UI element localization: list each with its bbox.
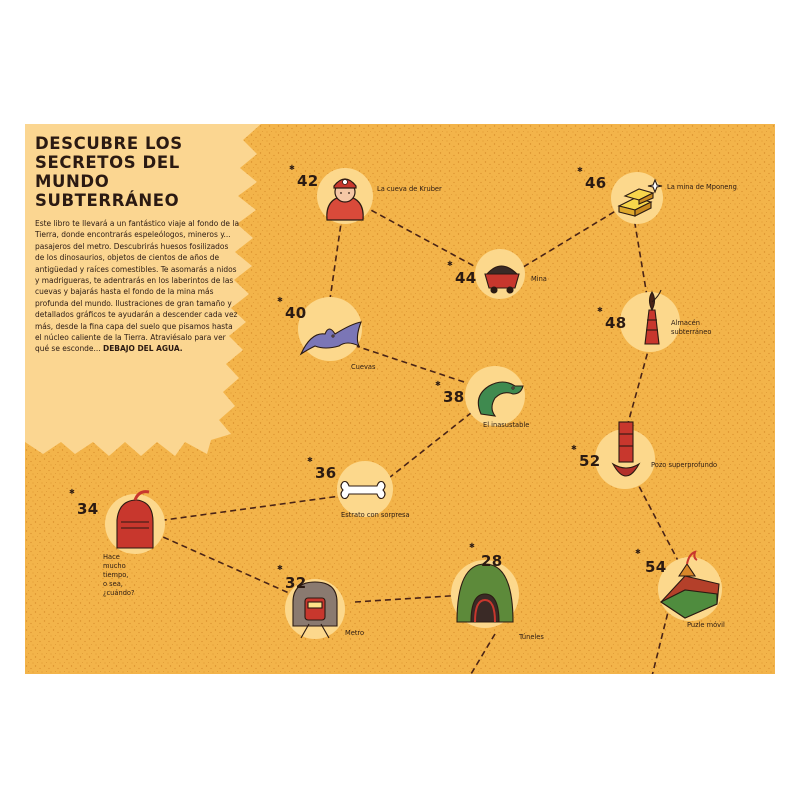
node-label: Túneles <box>519 632 544 641</box>
knight-helmet-icon <box>116 490 154 549</box>
page-number: 38 <box>443 388 465 406</box>
ant-icon: ✱ <box>277 564 283 572</box>
intro-title-line-2: SECRETOS DEL MUNDO <box>35 153 180 191</box>
ant-icon: ✱ <box>469 542 475 550</box>
bat-icon <box>299 321 362 356</box>
intro-body-text: Este libro te llevará a un fantástico vi… <box>35 218 240 354</box>
page-number: 34 <box>77 500 99 518</box>
node-label: Pozo superprofundo <box>651 460 718 469</box>
metro-train-icon <box>292 581 338 639</box>
bone-icon <box>340 480 386 500</box>
node-label: Metro <box>345 628 365 637</box>
node-label: Hace mucho tiempo, o sea, ¿cuándo? <box>103 552 135 597</box>
intro-title-line-1: DESCUBRE LOS <box>35 134 183 153</box>
page-number: 46 <box>585 174 607 192</box>
page-number: 54 <box>645 558 667 576</box>
snake-icon <box>477 381 524 417</box>
ant-icon: ✱ <box>447 260 453 268</box>
tunnel-icon <box>456 563 514 623</box>
intro-panel <box>25 124 261 456</box>
drill-icon <box>611 421 641 477</box>
ant-icon: ✱ <box>635 548 641 556</box>
ant-icon: ✱ <box>435 380 441 388</box>
node-label: Puzle móvil <box>687 620 725 629</box>
ant-icon: ✱ <box>577 166 583 174</box>
ant-icon: ✱ <box>571 444 577 452</box>
mine-cart-icon <box>484 265 520 294</box>
ant-icon: ✱ <box>597 306 603 314</box>
page-number: 32 <box>285 574 307 592</box>
node-label: Mina <box>531 274 547 283</box>
page-number: 48 <box>605 314 627 332</box>
node-label: La cueva de Kruber <box>377 184 442 193</box>
caver-icon <box>326 178 364 221</box>
gold-bars-icon <box>617 178 663 217</box>
node-label: Estrato con sorpresa <box>341 510 410 519</box>
ant-icon: ✱ <box>307 456 313 464</box>
page-number: 36 <box>315 464 337 482</box>
intro-panel-text: DESCUBRE LOS SECRETOS DEL MUNDO SUBTERRÁ… <box>35 134 240 355</box>
ant-icon: ✱ <box>289 164 295 172</box>
ant-icon: ✱ <box>277 296 283 304</box>
page-number: 28 <box>481 552 503 570</box>
page-number: 44 <box>455 269 477 287</box>
book-spread: DESCUBRE LOS SECRETOS DEL MUNDO SUBTERRÁ… <box>25 124 775 674</box>
intro-body-emphasis: DEBAJO DEL AGUA. <box>103 343 183 354</box>
page-number: 40 <box>285 304 307 322</box>
sand-background <box>25 124 775 674</box>
node-label: Almacén subterráneo <box>671 318 712 336</box>
node-label: El inasustable <box>483 420 530 429</box>
volcano-icon <box>659 550 720 619</box>
page-number: 52 <box>579 452 601 470</box>
intro-title: DESCUBRE LOS SECRETOS DEL MUNDO SUBTERRÁ… <box>35 134 240 210</box>
storage-tower-icon <box>644 289 662 345</box>
intro-body: Este libro te llevará a un fantástico vi… <box>35 218 240 355</box>
intro-title-line-3: SUBTERRÁNEO <box>35 191 180 210</box>
node-label: La mina de Mponeng <box>667 182 737 191</box>
page-number: 42 <box>297 172 319 190</box>
node-label: Cuevas <box>351 362 376 371</box>
ant-icon: ✱ <box>69 488 75 496</box>
